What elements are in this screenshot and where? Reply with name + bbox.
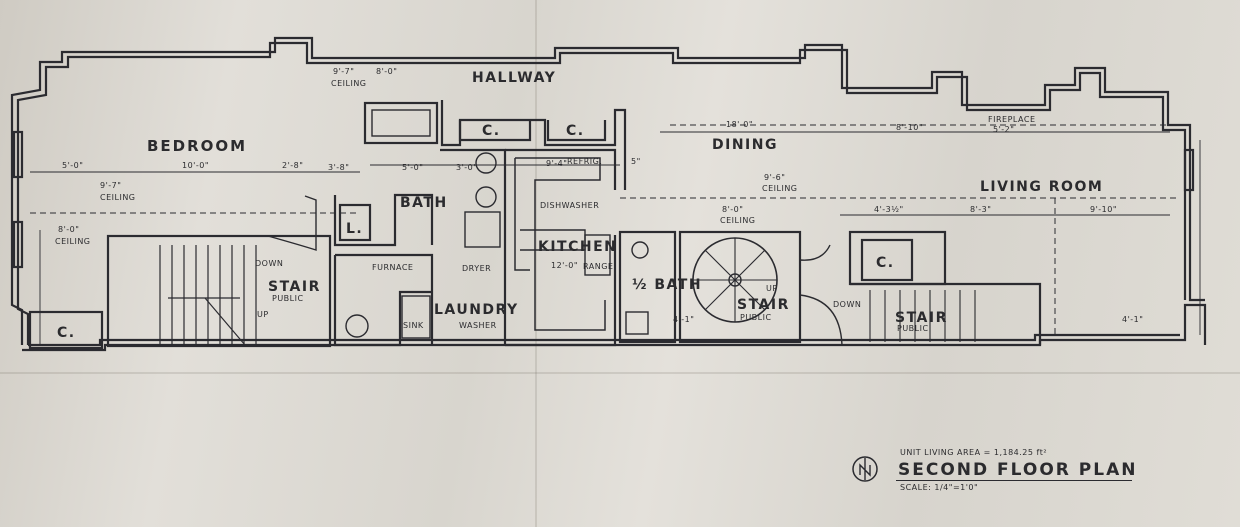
dim-bath-1: 5'-0" [402, 163, 424, 172]
label-sink: SINK [403, 321, 424, 330]
label-down-left: DOWN [255, 259, 284, 268]
bedroom-door [267, 195, 317, 251]
dim-living-1: 8'-10" [896, 123, 924, 132]
dim-2-8: 2'-8" [282, 161, 304, 170]
hall-closet-2 [458, 120, 532, 142]
north-arrow-icon [852, 456, 878, 482]
label-fireplace: FIREPLACE [988, 115, 1036, 124]
exterior-wall-bottom [22, 303, 1207, 352]
ceiling-height-4: 9'-6" [764, 173, 786, 182]
label-dryer: DRYER [462, 264, 492, 273]
room-label-dining: DINING [712, 137, 778, 153]
stair-right [850, 282, 1042, 345]
hallway-closet-1 [363, 101, 439, 145]
dim-living-2: 4'-3½" [874, 205, 904, 214]
label-closet-right: C. [876, 255, 895, 271]
paper-fold [535, 0, 537, 527]
dim-3-8: 3'-8" [328, 163, 350, 172]
ceiling-word-3: CEILING [55, 237, 91, 246]
room-label-laundry: LAUNDRY [434, 302, 519, 318]
ceiling-word-5: CEILING [720, 216, 756, 225]
dim-kit-1: 9'-4" [546, 159, 568, 168]
dim-living-4: 9'-10" [1090, 205, 1118, 214]
dim-5: 5" [631, 157, 641, 166]
label-down-right: DOWN [833, 300, 862, 309]
linen-closet [338, 203, 372, 242]
label-closet-hall-2: C. [566, 123, 585, 139]
stair-left-enclosure [106, 234, 332, 348]
room-label-stair-left: STAIR [268, 279, 321, 295]
room-label-bath: BATH [400, 195, 448, 211]
dim-living-3: 8'-3" [970, 205, 992, 214]
dim-hall-1: 8'-0" [376, 67, 398, 76]
sink-bath [475, 186, 497, 208]
dim-half-bath: 4'-1" [673, 315, 695, 324]
label-public-left: PUBLIC [272, 294, 304, 303]
laundry-walls [333, 253, 434, 347]
ceiling-height-1: 9'-7" [333, 67, 355, 76]
bedroom-closet [28, 310, 104, 350]
label-fireplace-size: 5'-2" [993, 125, 1015, 134]
label-up-spiral: UP [766, 284, 778, 293]
dim-right-1: 4'-1" [1122, 315, 1144, 324]
unit-living-area: UNIT LIVING AREA = 1,184.25 ft² [900, 448, 1048, 457]
hall-closet-3 [546, 120, 607, 142]
toilet-bath [475, 152, 497, 174]
dim-bed-2: 10'-0" [182, 161, 210, 170]
tub-bath [464, 211, 501, 248]
window-right-1 [1183, 148, 1195, 192]
sink-laundry [401, 295, 431, 339]
hallway-closet-1-inner [371, 109, 431, 137]
window-left-2 [12, 220, 24, 269]
half-bath-sink [631, 241, 649, 259]
half-bath [618, 230, 677, 344]
ceiling-height-3: 8'-0" [58, 225, 80, 234]
stair-door-swing [799, 244, 843, 346]
label-linen: L. [346, 221, 364, 237]
kitchen-counter [514, 157, 606, 331]
room-label-living-room: LIVING ROOM [980, 179, 1104, 195]
drawing-title: SECOND FLOOR PLAN [898, 460, 1138, 480]
drawing-scale: SCALE: 1/4"=1'0" [900, 483, 979, 492]
label-up-left: UP [257, 310, 269, 319]
exterior-wall-top-inner [16, 41, 1187, 345]
label-washer: WASHER [459, 321, 497, 330]
kitchen-walls [505, 148, 617, 347]
title-underline [896, 480, 1132, 481]
ceiling-word-1: CEILING [331, 79, 367, 88]
exterior-wall-top [10, 36, 1205, 345]
ceiling-word-4: CEILING [762, 184, 798, 193]
ceiling-height-5: 8'-0" [722, 205, 744, 214]
closet-right [860, 238, 914, 282]
ceiling-height-2: 9'-7" [100, 181, 122, 190]
label-range: RANGE [583, 262, 614, 271]
dim-dining-1: 18'-0" [726, 120, 754, 129]
exterior-wall-bottom-inner [28, 333, 1180, 347]
hallway-walls [440, 100, 627, 190]
label-public-spiral: PUBLIC [740, 313, 772, 322]
dim-bed-1: 5'-0" [62, 161, 84, 170]
room-label-stair-spiral: STAIR [737, 297, 790, 313]
label-public-right: PUBLIC [897, 324, 929, 333]
label-refrig: REFRIG. [567, 157, 603, 166]
dim-bath-2: 3'-0" [456, 163, 478, 172]
room-label-bedroom: BEDROOM [147, 137, 248, 155]
room-label-hallway: HALLWAY [472, 70, 557, 86]
water-heater [345, 314, 369, 338]
label-closet-hall-1: C. [482, 123, 501, 139]
label-dishwasher: DISHWASHER [540, 201, 600, 210]
room-label-stair-right: STAIR [895, 310, 948, 326]
range [584, 234, 611, 276]
half-bath-toilet [625, 311, 649, 335]
room-label-half-bath: ½ BATH [632, 277, 703, 293]
dim-kitchen-v: 12'-0" [551, 261, 579, 270]
label-closet-bedroom: C. [57, 325, 76, 341]
window-left-1 [12, 130, 24, 179]
ceiling-word-2: CEILING [100, 193, 136, 202]
room-label-kitchen: KITCHEN [538, 239, 618, 255]
label-furnace: FURNACE [372, 263, 414, 272]
paper-fold-horizontal [0, 372, 1240, 374]
